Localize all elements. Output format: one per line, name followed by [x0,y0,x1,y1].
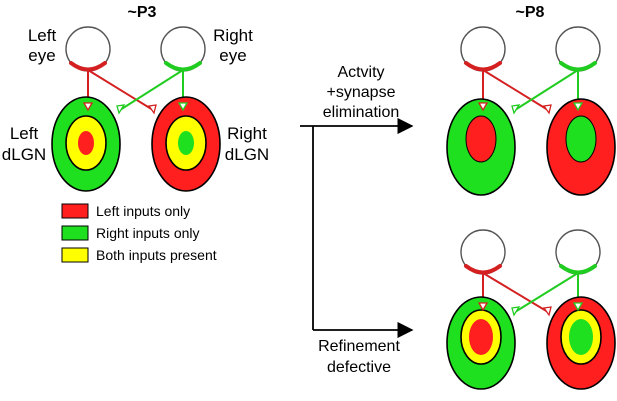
right-eye-terminal-marker [177,102,189,112]
right-dlgn-core [178,131,194,155]
defective-right-eye-terminal-marker [572,302,584,312]
legend-swatch-right [61,225,89,241]
left-retina-arc [69,61,107,72]
arrow-top-label-line3: elimination [323,104,399,121]
left-eye-contralateral-axon [87,69,154,111]
p8-right-eye-contralateral-axon [514,69,579,111]
p8-right-retina-arc [559,61,597,72]
panel-p8-title: ~P8 [516,4,545,21]
panel-p8: ~P8 [446,4,616,196]
p8-right-eye-terminal-marker [572,102,584,112]
right-dlgn-label-line2: dLGN [225,145,269,164]
defective-right-eye-contra-terminal-marker [511,306,521,317]
legend-label-both: Both inputs present [96,247,217,263]
p8-left-dlgn-core [465,115,497,163]
defective-right-dlgn-core [569,319,593,355]
p8-left-retina-arc [464,61,502,72]
legend-swatch-both [61,247,89,263]
defective-left-eye-contralateral-axon [482,272,549,313]
panel-defective [446,229,616,390]
defective-left-eye-terminal-marker [477,302,489,312]
legend-label-left: Left inputs only [96,203,190,219]
arrow-top-label-line1: Actvity [337,64,384,81]
arrow-bottom-label-line1: Refinement [318,338,400,355]
right-eye-contralateral-axon [119,69,184,111]
p8-right-eye-contra-terminal-marker [511,104,521,115]
left-eye-contra-terminal-marker [147,104,157,115]
legend: Left inputs only Right inputs only Both … [61,203,217,263]
p8-left-eye-terminal-marker [477,102,489,112]
left-dlgn-label-line2: dLGN [2,145,46,164]
left-dlgn-label-line1: Left [10,124,39,143]
arrow-bottom-label-line2: defective [327,359,391,376]
panel-p3-title: ~P3 [128,4,157,21]
defective-left-eye-contra-terminal-marker [542,306,552,317]
left-eye-label-line1: Left [28,26,57,45]
legend-swatch-left [61,203,89,219]
legend-label-right: Right inputs only [96,225,200,241]
p8-left-eye-contra-terminal-marker [542,104,552,115]
panel-p3: ~P3 Left eye Right eye Left dLGN Right d… [2,4,269,192]
right-retina-arc [164,61,202,72]
right-eye-contra-terminal-marker [116,104,126,115]
defective-left-dlgn-core [469,319,493,355]
right-eye-label-line1: Right [213,26,253,45]
p8-right-dlgn-core [565,115,597,163]
left-eye-label-line2: eye [28,46,55,65]
right-dlgn-label-line1: Right [227,124,267,143]
arrow-top-label-line2: +synapse [327,84,396,101]
transition-arrows: Actvity +synapse elimination Refinement … [300,64,414,376]
left-dlgn-core [78,131,94,155]
left-eye-terminal-marker [82,102,94,112]
right-eye-label-line2: eye [219,46,246,65]
defective-right-eye-contralateral-axon [514,272,579,313]
defective-right-retina-arc [559,264,597,275]
p8-left-eye-contralateral-axon [482,69,549,111]
defective-left-retina-arc [464,264,502,275]
